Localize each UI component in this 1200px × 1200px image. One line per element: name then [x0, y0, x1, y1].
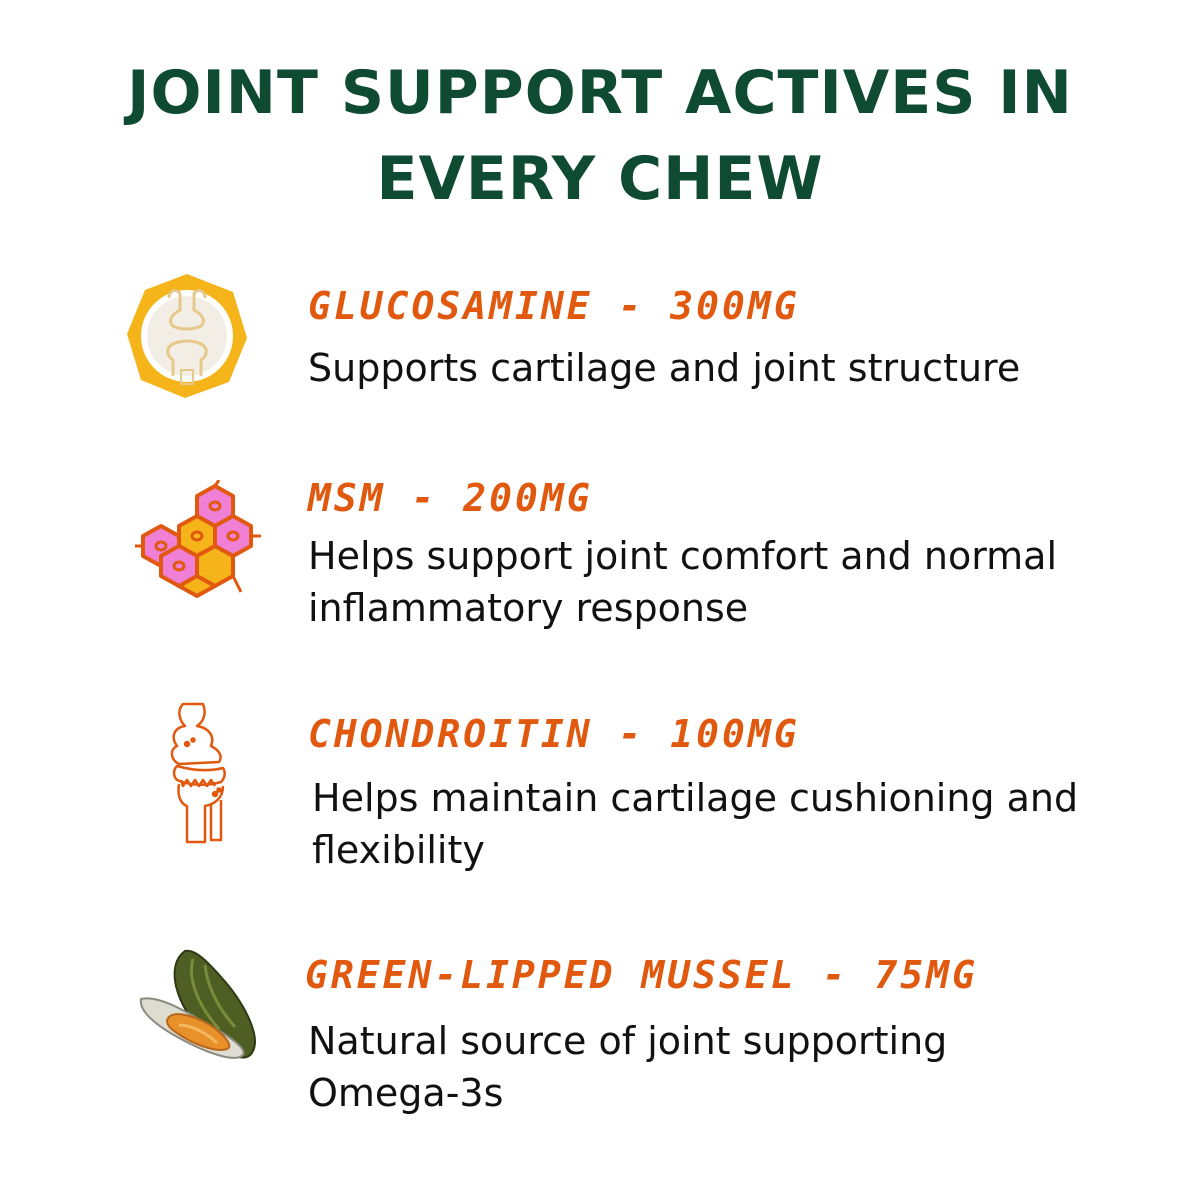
page-title-line-1: Joint Support Actives in	[127, 58, 1073, 128]
green-lipped-mussel-icon	[139, 949, 256, 1059]
active-description: Natural source of joint supporting Omega…	[308, 1019, 948, 1115]
active-name: Chondroitin - 100mg	[308, 712, 800, 756]
active-description: Helps maintain cartilage cushioning and …	[312, 776, 1079, 872]
joint-badge-icon	[127, 274, 247, 398]
active-name: Glucosamine - 300mg	[308, 284, 800, 328]
page-title-line-2: Every Chew	[376, 144, 824, 214]
active-name: Green-Lipped Mussel - 75mg	[305, 953, 978, 997]
active-description: Supports cartilage and joint structure	[308, 346, 1021, 390]
page-title: Joint Support Actives in Every Chew	[0, 50, 1200, 222]
molecule-hexagons-icon	[135, 480, 261, 598]
active-name: MSM - 200mg	[308, 476, 593, 520]
knee-joint-outline-icon	[170, 702, 226, 844]
active-description: Helps support joint comfort and normal i…	[308, 534, 1058, 630]
